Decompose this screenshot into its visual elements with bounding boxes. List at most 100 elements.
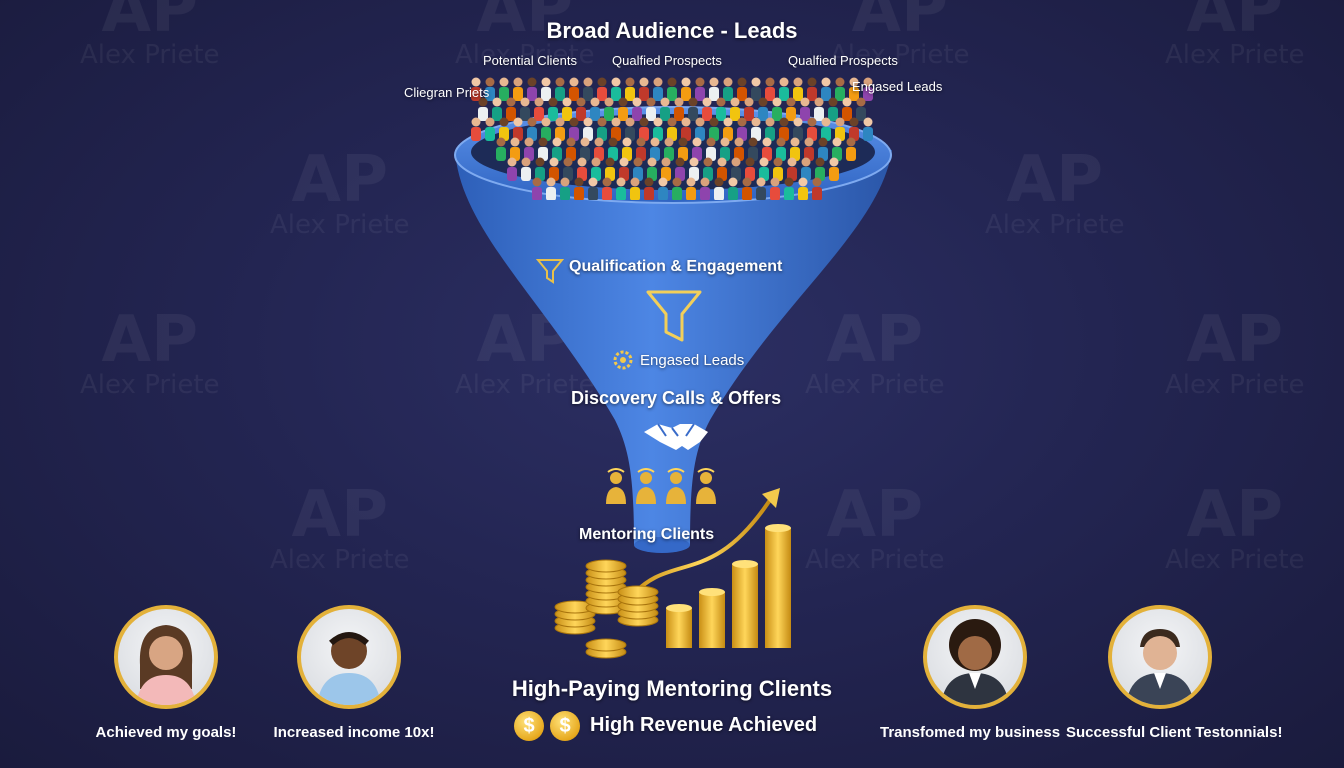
crowd-label: Qualfied Prospects (612, 53, 722, 68)
crowd-person (801, 157, 811, 181)
crowd-person (576, 97, 586, 121)
crowd-person (618, 97, 628, 121)
crowd-person (653, 77, 663, 101)
crowd-person (800, 97, 810, 121)
crowd-person (611, 77, 621, 101)
crowd-person (716, 97, 726, 121)
crowd-person (737, 77, 747, 101)
crowd-person (688, 97, 698, 121)
crowd-person (597, 117, 607, 141)
crowd-person (702, 97, 712, 121)
crowd-person (664, 137, 674, 161)
crowd-person (608, 137, 618, 161)
crowd-person (622, 137, 632, 161)
growth-arrow-icon (628, 498, 772, 600)
crowd-person (602, 177, 612, 200)
crowd-person (499, 77, 509, 101)
funnel-body (455, 150, 892, 550)
crowd-person (717, 157, 727, 181)
crowd-person (485, 117, 495, 141)
crowd-person (762, 137, 772, 161)
crowd-person (660, 97, 670, 121)
crowd-person (555, 117, 565, 141)
revenue-graphic (554, 488, 791, 659)
crowd-person (605, 157, 615, 181)
gear-icon (613, 350, 633, 370)
funnel-spout (634, 537, 690, 553)
crowd-person (728, 177, 738, 200)
crowd-person (765, 77, 775, 101)
dollar-coin-icon: $ (514, 711, 544, 741)
crowd-person (513, 117, 523, 141)
crowd-person (594, 137, 604, 161)
crowd-person (667, 117, 677, 141)
crowd-person (646, 97, 656, 121)
crowd-person (546, 177, 556, 200)
person-icon (606, 468, 626, 504)
crowd-person (709, 77, 719, 101)
crowd-person (731, 157, 741, 181)
crowd-person (787, 157, 797, 181)
crowd-person (723, 117, 733, 141)
crowd-person (616, 177, 626, 200)
crowd-person (636, 137, 646, 161)
crowd-person (583, 77, 593, 101)
crowd-person (619, 157, 629, 181)
growth-bar-top (666, 604, 692, 612)
crowd-person (807, 77, 817, 101)
coin (585, 638, 627, 652)
crowd-person (562, 97, 572, 121)
crowd-person (569, 77, 579, 101)
crowd-person (863, 77, 873, 101)
crowd-person (709, 117, 719, 141)
coin (617, 585, 659, 599)
crowd-person (790, 137, 800, 161)
crowd-person (751, 77, 761, 101)
handshake-icon (644, 423, 708, 450)
crowd-person (807, 117, 817, 141)
crowd-person (591, 157, 601, 181)
crowd-label: Qualfied Prospects (788, 53, 898, 68)
crowd-people (471, 77, 873, 200)
crowd-person (510, 137, 520, 161)
crowd-person (625, 117, 635, 141)
crowd-person (541, 77, 551, 101)
crowd-person (496, 137, 506, 161)
crowd-person (734, 137, 744, 161)
crowd-person (597, 77, 607, 101)
coin-stack-icon (554, 559, 659, 659)
growth-bars (666, 524, 791, 648)
crowd-person (485, 77, 495, 101)
crowd-person (633, 157, 643, 181)
crowd-person (720, 137, 730, 161)
crowd-person (520, 97, 530, 121)
crowd-person (534, 97, 544, 121)
crowd-person (541, 117, 551, 141)
crowd-label: Potential Clients (483, 53, 577, 68)
growth-bar-top (732, 560, 758, 568)
stage-qualification: Qualification & Engagement (569, 258, 783, 275)
crowd-person (650, 137, 660, 161)
crowd-person (513, 77, 523, 101)
crowd-person (846, 137, 856, 161)
crowd-person (695, 77, 705, 101)
growth-bar-top (699, 588, 725, 596)
crowd-person (770, 177, 780, 200)
stage-mentoring: Mentoring Clients (579, 526, 715, 543)
crowd-person (644, 177, 654, 200)
crowd-person (471, 117, 481, 141)
crowd-person (773, 157, 783, 181)
crowd-label: Engased Leads (852, 79, 943, 94)
crowd-person (832, 137, 842, 161)
crowd-person (611, 117, 621, 141)
crowd-person (471, 77, 481, 101)
crowd-person (700, 177, 710, 200)
crowd-person (532, 177, 542, 200)
crowd-person (478, 97, 488, 121)
crowd-person (692, 137, 702, 161)
crowd-person (499, 117, 509, 141)
crowd-person (737, 117, 747, 141)
crowd-person (653, 117, 663, 141)
crowd-person (590, 97, 600, 121)
crowd-person (714, 177, 724, 200)
